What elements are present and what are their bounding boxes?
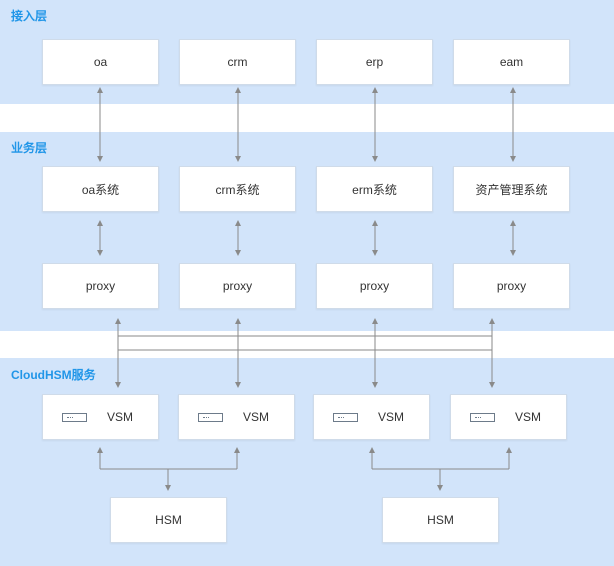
server-icon <box>470 412 495 422</box>
server-icon <box>333 412 358 422</box>
access-node-crm[interactable]: crm <box>179 39 296 85</box>
vsm-node-label: VSM <box>107 410 134 424</box>
vsm-node-4[interactable]: VSM <box>450 394 567 440</box>
business-node-crm[interactable]: crm系统 <box>179 166 296 212</box>
cloudhsm-layer-band <box>0 358 614 566</box>
vsm-node-label: VSM <box>243 410 270 424</box>
server-icon <box>198 412 223 422</box>
vsm-node-label: VSM <box>515 410 542 424</box>
proxy-node-3[interactable]: proxy <box>316 263 433 309</box>
access-layer-label: 接入层 <box>11 9 48 23</box>
hsm-node-1[interactable]: HSM <box>110 497 227 543</box>
access-node-erp[interactable]: erp <box>316 39 433 85</box>
vsm-node-label: VSM <box>378 410 405 424</box>
cloudhsm-layer-label: CloudHSM服务 <box>11 368 96 382</box>
vsm-node-2[interactable]: VSM <box>178 394 295 440</box>
vsm-node-1[interactable]: VSM <box>42 394 159 440</box>
proxy-node-1[interactable]: proxy <box>42 263 159 309</box>
vsm-node-3[interactable]: VSM <box>313 394 430 440</box>
access-node-eam[interactable]: eam <box>453 39 570 85</box>
server-icon <box>62 412 87 422</box>
hsm-node-2[interactable]: HSM <box>382 497 499 543</box>
access-node-oa[interactable]: oa <box>42 39 159 85</box>
proxy-node-2[interactable]: proxy <box>179 263 296 309</box>
proxy-node-4[interactable]: proxy <box>453 263 570 309</box>
business-node-erm[interactable]: erm系统 <box>316 166 433 212</box>
business-node-asset[interactable]: 资产管理系统 <box>453 166 570 212</box>
business-layer-label: 业务层 <box>11 141 48 155</box>
business-node-oa[interactable]: oa系统 <box>42 166 159 212</box>
